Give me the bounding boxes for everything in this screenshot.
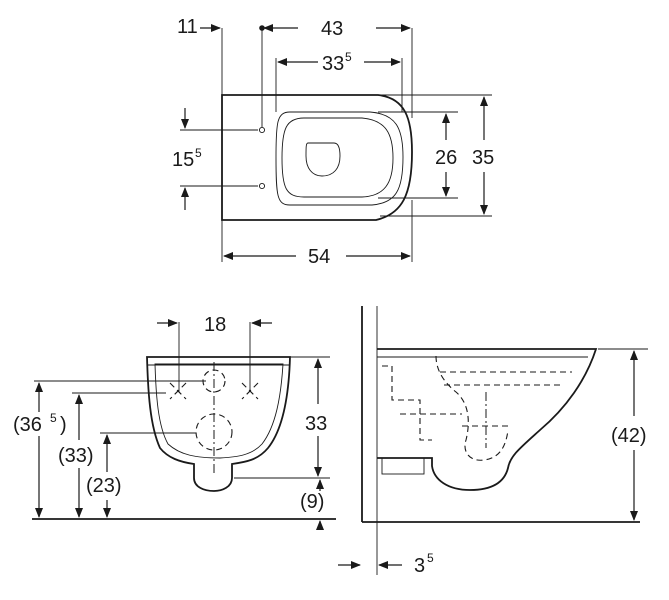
- front-view-outline: [146, 356, 291, 492]
- front-view-inner-line: [154, 363, 284, 459]
- dim-23-paren-label: (23): [86, 475, 122, 497]
- dim-43-label: 43: [321, 18, 343, 40]
- dim-54-label: 54: [308, 246, 330, 268]
- dim-33-5-label: 33: [322, 53, 344, 75]
- dim-42-paren-label: (42): [611, 425, 647, 447]
- fixing-hole-upper: [258, 126, 266, 134]
- dim-36-5-label: (36: [13, 414, 42, 436]
- front-view: 18 (36 5 ) (33) (23) 33 (9): [13, 314, 336, 530]
- dim-18-label: 18: [204, 314, 226, 336]
- dim-26-label: 26: [435, 147, 457, 169]
- dim-36-5-close: ): [60, 414, 67, 436]
- dim-36-5-sup: 5: [50, 411, 57, 425]
- top-view-drain: [305, 142, 341, 177]
- side-view: (42) 3 5: [338, 306, 648, 577]
- side-view-mount-block: [381, 457, 425, 475]
- dim-33-label: 33: [305, 413, 327, 435]
- dim-35-label: 35: [472, 147, 494, 169]
- dim-9-paren-label: (9): [300, 491, 324, 513]
- top-view-outline: [221, 94, 413, 221]
- fixing-hole-lower: [258, 182, 266, 190]
- side-view-hidden-trap: [435, 355, 509, 461]
- front-fixing-left: [169, 382, 187, 400]
- dim-33-5-sup: 5: [345, 50, 352, 64]
- dim-33-paren-label: (33): [58, 445, 94, 467]
- dim-3-5-sup: 5: [427, 551, 434, 565]
- dim-15-5-sup: 5: [195, 146, 202, 160]
- top-view-bowl: [281, 117, 394, 198]
- dim-11-label: 11: [177, 16, 198, 38]
- top-view-inner-rim: [275, 111, 404, 206]
- side-view-outline: [377, 348, 598, 491]
- dim-15-5-label: 15: [172, 149, 194, 171]
- dim-3-5-label: 3: [414, 555, 425, 577]
- top-view: 11 43 33 5 15 5 26 35 54: [172, 16, 494, 268]
